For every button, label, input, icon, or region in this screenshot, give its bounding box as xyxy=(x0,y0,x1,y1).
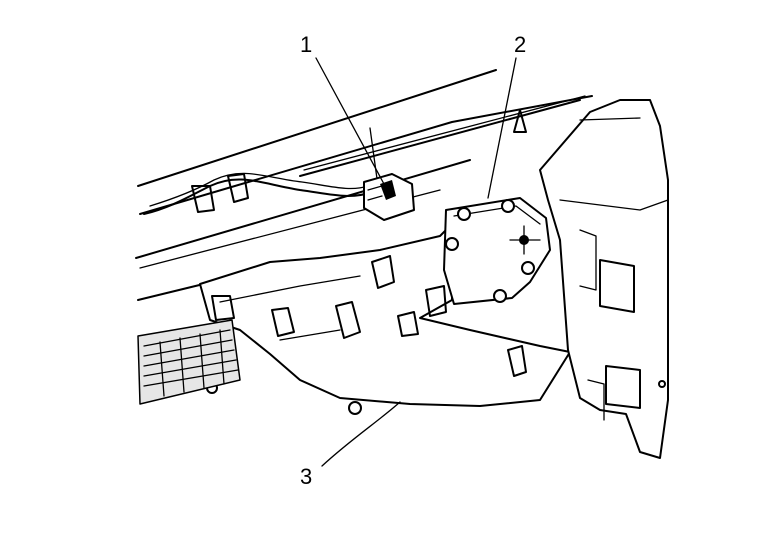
electrical-connector xyxy=(363,173,415,221)
leader-line-3 xyxy=(321,401,401,467)
leader-lines xyxy=(315,57,517,467)
callout-1: 1 xyxy=(300,32,312,57)
vent-grille xyxy=(137,319,241,405)
heater-duct-assembly xyxy=(199,223,571,415)
callout-2: 2 xyxy=(514,32,526,57)
instrument-panel-outline xyxy=(135,69,593,301)
hvac-module xyxy=(513,99,669,459)
actuator xyxy=(443,197,551,305)
leader-line-1 xyxy=(315,57,385,185)
leader-line-2 xyxy=(487,57,517,199)
callout-3: 3 xyxy=(300,464,312,489)
wiring-harness xyxy=(143,95,586,215)
